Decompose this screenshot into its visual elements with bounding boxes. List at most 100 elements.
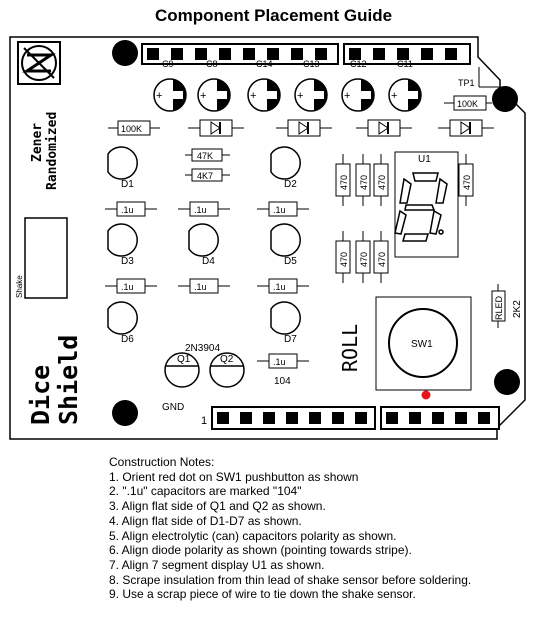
resistor-470: 470 [335,231,351,283]
led-d7: D7 [270,301,301,345]
resistor-4k7: 4K7 [185,168,230,182]
transistor-type: 2N3904 [185,343,220,354]
svg-text:470: 470 [377,175,387,190]
gnd-label: GND [162,402,184,413]
led-label: D1 [121,179,134,190]
led-d4: D4 [188,223,219,267]
svg-text:SW1: SW1 [411,339,433,350]
ceramic-cap: .1u [257,353,309,369]
cap-label: C14 [256,59,273,69]
cap-value: .1u [273,282,286,292]
cap-value: .1u [194,282,207,292]
mounting-hole [112,400,138,426]
header-top-left [141,43,339,65]
led-d6: D6 [107,301,138,345]
notes-heading: Construction Notes: [109,455,215,469]
svg-text:47K: 47K [197,151,213,161]
cap-marking: 104 [274,376,291,387]
svg-text:+: + [250,90,256,102]
electrolytic-cap-c11: +C11 [388,59,422,112]
led-d5: D5 [270,223,301,267]
page-title: Component Placement Guide [154,6,393,25]
note-item: 8. Scrape insulation from thin lead of s… [109,572,472,587]
shield-name-line1: Dice [26,365,55,425]
brand-line2: Randomized [45,112,60,190]
mounting-hole [492,86,518,112]
shake-label: Shake [15,275,24,298]
svg-text:+: + [391,90,397,102]
resistor-100k: 100K [108,120,160,136]
transistor-q2: Q2 [209,352,245,388]
brand-line1: Zener [30,123,45,162]
electrolytic-cap-c12: + C12 [341,59,375,112]
svg-text:+: + [344,90,350,102]
resistor-470: 470 [458,154,474,206]
construction-notes: Construction Notes: 1. Orient red dot on… [109,455,471,602]
note-item: 6. Align diode polarity as shown (pointi… [109,543,412,558]
led-d3: D3 [107,223,138,267]
pin1-label: 1 [201,415,207,427]
shake-sensor-outline [24,217,68,299]
resistor-470: 470 [373,231,389,283]
svg-text:470: 470 [462,175,472,190]
cap-label: C12 [350,59,367,69]
svg-text:Q1: Q1 [177,354,191,365]
resistor-47k: 47K [185,148,230,162]
note-item: 5. Align electrolytic (can) capacitors p… [109,528,397,543]
cap-value: .1u [273,205,286,215]
cap-label: C8 [206,59,218,69]
ceramic-cap: .1u [257,278,309,294]
mounting-hole [494,369,520,395]
resistor-470: 470 [373,154,389,206]
roll-label: ROLL [338,324,362,372]
note-item: 1. Orient red dot on SW1 pushbutton as s… [109,469,359,484]
shield-name-line2: Shield [54,335,83,425]
led-label: D7 [284,334,297,345]
svg-text:470: 470 [359,252,369,267]
led-d1: D1 [107,146,138,190]
cap-value: .1u [121,205,134,215]
svg-text:RLED: RLED [494,295,504,320]
svg-text:470: 470 [377,252,387,267]
signal-diode [356,119,412,137]
ceramic-cap: .1u [105,278,157,294]
note-item: 7. Align 7 segment display U1 as shown. [109,557,325,572]
ceramic-cap: .1u [178,278,230,294]
svg-text:+: + [200,90,206,102]
signal-diode [438,119,494,137]
header-top-right [343,43,471,65]
note-item: 3. Align flat side of Q1 and Q2 as shown… [109,499,326,514]
svg-text:2K2: 2K2 [512,300,523,318]
cap-label: C13 [303,59,320,69]
mounting-hole [112,40,138,66]
svg-text:+: + [156,90,162,102]
pushbutton-sw1: SW1 [375,296,472,391]
header-bottom-right [380,406,500,430]
signal-diode [276,119,332,137]
cap-label: C9 [162,59,174,69]
led-d2: D2 [270,146,301,190]
svg-text:100K: 100K [457,99,478,109]
cap-value: .1u [273,357,286,367]
svg-text:U1: U1 [418,154,431,165]
ceramic-cap: .1u [105,201,157,217]
signal-diode [188,119,244,137]
board-outline [9,36,526,440]
svg-text:Q2: Q2 [220,354,234,365]
svg-text:100K: 100K [121,124,142,134]
transistor-q1: Q1 [164,352,200,388]
electrolytic-cap-c14: + C14 [247,59,281,112]
cap-value: .1u [194,205,207,215]
resistor-470: 470 [355,154,371,206]
electrolytic-cap-c8: + C8 [197,59,231,112]
electrolytic-cap-c9: + C9 [153,59,187,112]
svg-text:470: 470 [339,175,349,190]
resistor-rled: RLED 2K2 [491,284,523,328]
red-dot-marker [421,390,431,400]
svg-text:470: 470 [359,175,369,190]
zener-logo-icon [17,41,61,85]
led-label: D6 [121,334,134,345]
ceramic-cap: .1u [257,201,309,217]
note-item: 2. ".1u" capacitors are marked "104" [109,484,302,499]
note-item: 4. Align flat side of D1-D7 as shown. [109,513,302,528]
